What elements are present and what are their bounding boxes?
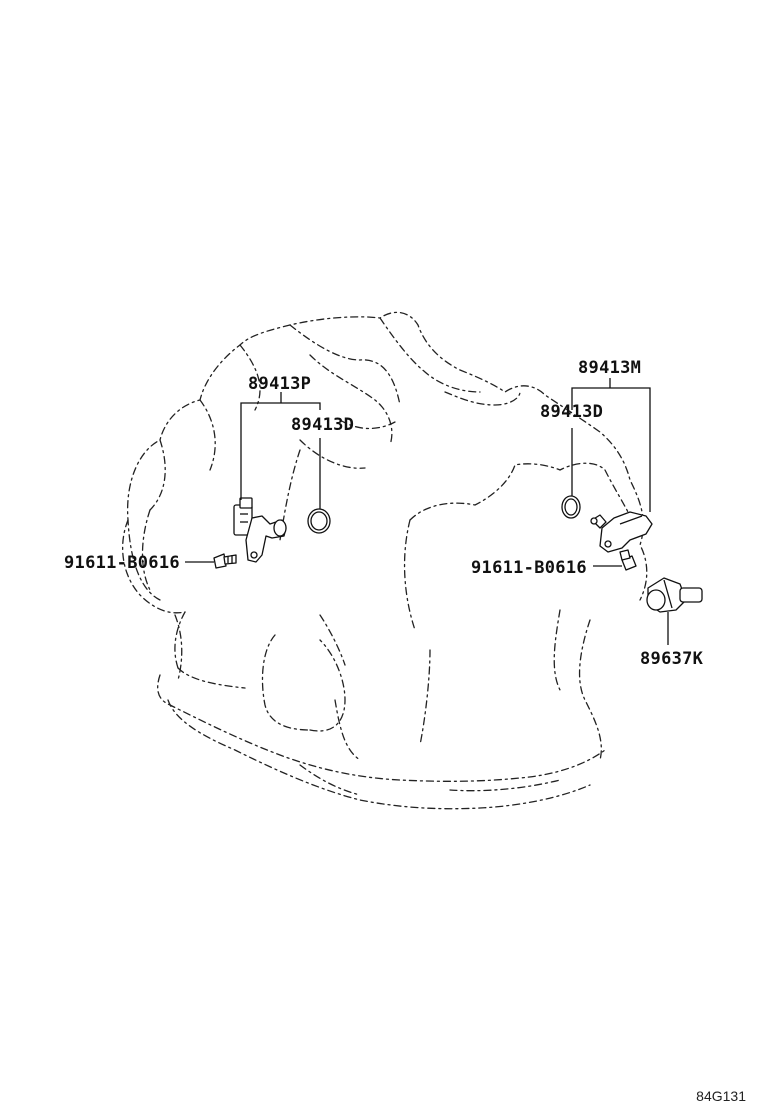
label-89413D-left: 89413D xyxy=(291,415,354,435)
bolt-left xyxy=(213,553,237,569)
label-89413M: 89413M xyxy=(578,358,641,378)
label-91611-B0616-left: 91611-B0616 xyxy=(64,553,180,573)
oil-pan-outline xyxy=(157,674,606,810)
transmission-outline xyxy=(122,311,648,761)
sensor-89637K xyxy=(646,577,703,613)
sensor-89413M xyxy=(590,511,653,553)
bolt-right xyxy=(619,549,637,571)
label-89413P: 89413P xyxy=(248,374,311,394)
label-89413D-right: 89413D xyxy=(540,402,603,422)
leader-lines xyxy=(185,378,669,645)
sensor-89413P xyxy=(233,497,287,563)
oring-left xyxy=(307,508,331,534)
diagram-code: 84G131 xyxy=(696,1088,746,1104)
label-89637K: 89637K xyxy=(640,649,704,669)
label-91611-B0616-right: 91611-B0616 xyxy=(471,558,587,578)
oring-right xyxy=(561,495,581,519)
